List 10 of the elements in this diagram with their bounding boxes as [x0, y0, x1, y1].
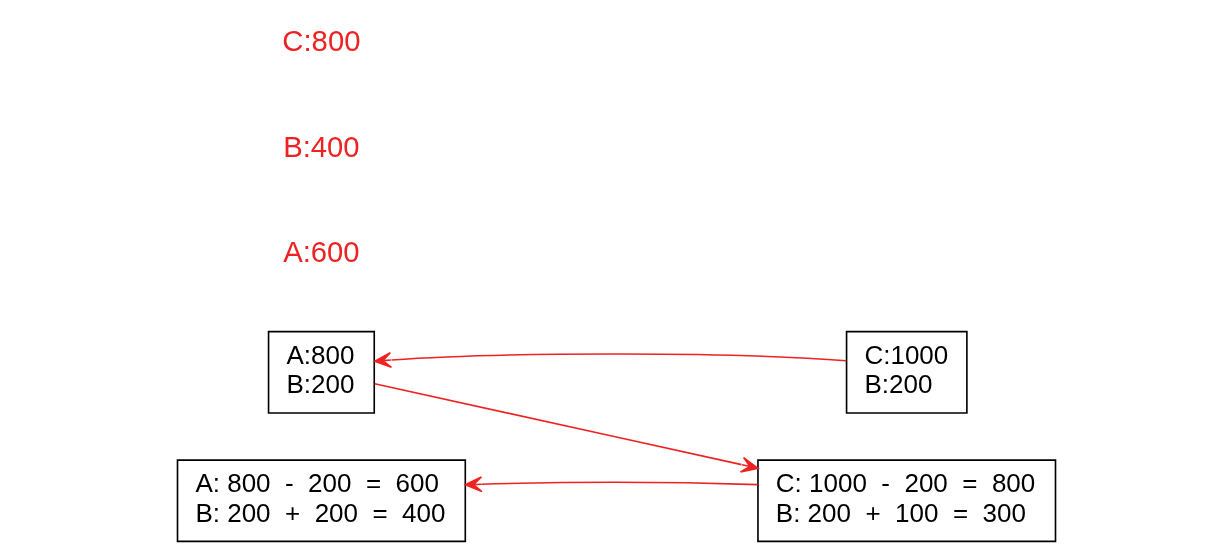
label: B:400 [282, 130, 360, 163]
arrow [373, 382, 759, 473]
label: A:600 [282, 236, 360, 269]
arrow [464, 476, 758, 493]
label: C:800 [281, 25, 360, 58]
node-box: C: 1000 - 200 = 800 B: 200 + 100 = 300 [756, 459, 1056, 543]
arrow [373, 351, 847, 369]
node-box: A: 800 - 200 = 600 B: 200 + 200 = 400 [176, 459, 466, 543]
node-box: A:800 B:200 [267, 330, 375, 414]
node-box: C:1000 B:200 [845, 330, 968, 414]
